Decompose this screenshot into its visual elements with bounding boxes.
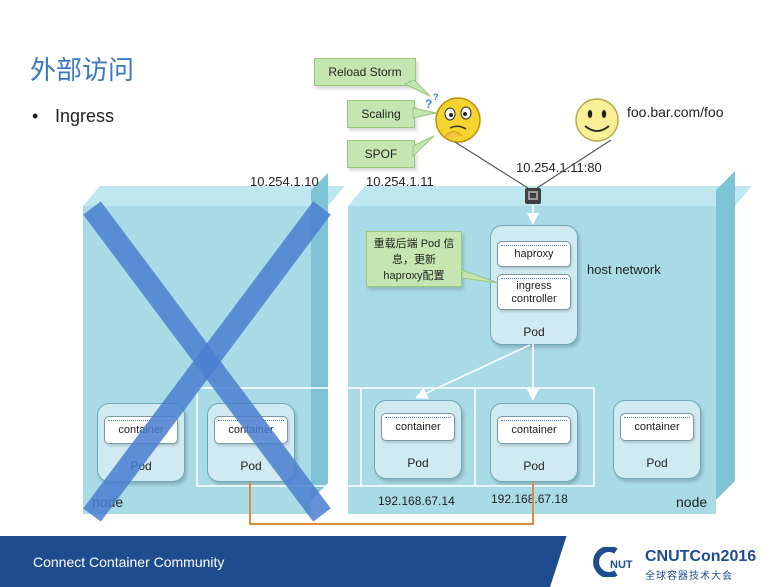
- container-label: container: [624, 417, 690, 437]
- callout-scaling: Scaling: [347, 100, 415, 128]
- arrow-ingress-to-pod-1: [415, 344, 531, 399]
- ingress-controller-label: ingress controller: [501, 278, 567, 306]
- haproxy-box: haproxy: [497, 241, 571, 267]
- link-line-client-b: [536, 139, 612, 189]
- callout-tail-reload: [403, 79, 431, 97]
- cross-line-2: [83, 201, 331, 522]
- pod-label: Pod: [523, 459, 545, 473]
- callout-tail-note: [461, 269, 499, 284]
- callout-reload-note: 重载后端 Pod 信息，更新 haproxy配置: [366, 231, 462, 287]
- container-box: container: [620, 413, 694, 441]
- ingress-pod: haproxy ingress controller Pod: [490, 225, 578, 345]
- port-icon: [525, 188, 541, 204]
- cnut-logo-icon: NUT: [593, 547, 633, 577]
- callout-tail-scaling: [412, 107, 437, 119]
- container-label: container: [385, 417, 451, 437]
- svg-text:?: ?: [433, 92, 439, 102]
- pod-right-2: container Pod: [490, 403, 578, 482]
- ingress-controller-box: ingress controller: [497, 274, 571, 310]
- pod-ip-label-1: 192.168.67.14: [378, 494, 455, 508]
- node1-ip-label: 10.254.1.10: [250, 174, 319, 189]
- pod-label: Pod: [646, 456, 668, 470]
- bullet-ingress: Ingress: [55, 106, 115, 126]
- url-label: foo.bar.com/foo: [627, 104, 724, 120]
- svg-text:?: ?: [425, 97, 432, 111]
- ingress-pod-label: Pod: [523, 325, 545, 339]
- haproxy-label: haproxy: [501, 245, 567, 263]
- footer-brand-sub: 全球容器技术大会: [645, 571, 733, 582]
- node-label-right: node: [676, 494, 708, 510]
- callout-reload-storm: Reload Storm: [314, 58, 416, 86]
- callout-tail-spof: [412, 135, 435, 158]
- pod-label: Pod: [407, 456, 429, 470]
- host-network-label: host network: [587, 262, 661, 277]
- footer-text: Connect Container Community: [33, 554, 225, 570]
- endpoint-label: 10.254.1.11:80: [516, 160, 602, 175]
- smiley-face-icon: [575, 98, 619, 142]
- slide-title: 外部访问: [30, 55, 135, 85]
- svg-text:NUT: NUT: [610, 559, 633, 571]
- container-box: container: [381, 413, 455, 441]
- node2-ip-label: 10.254.1.11: [366, 174, 434, 189]
- container-label: container: [501, 420, 567, 440]
- bullet-marker: •: [32, 106, 39, 126]
- footer-brand: CNUTCon2016: [645, 548, 757, 565]
- service-frame: [196, 387, 595, 487]
- pod-ip-label-2: 192.168.67.18: [491, 492, 568, 506]
- pod-right-1: container Pod: [374, 400, 462, 479]
- link-line-client-a: [454, 141, 529, 189]
- orange-link-line: [249, 482, 534, 525]
- container-box: container: [497, 416, 571, 444]
- pod-right-3: container Pod: [613, 400, 701, 479]
- pod-label: Pod: [240, 459, 262, 473]
- confused-face-icon: ? ?: [425, 92, 481, 143]
